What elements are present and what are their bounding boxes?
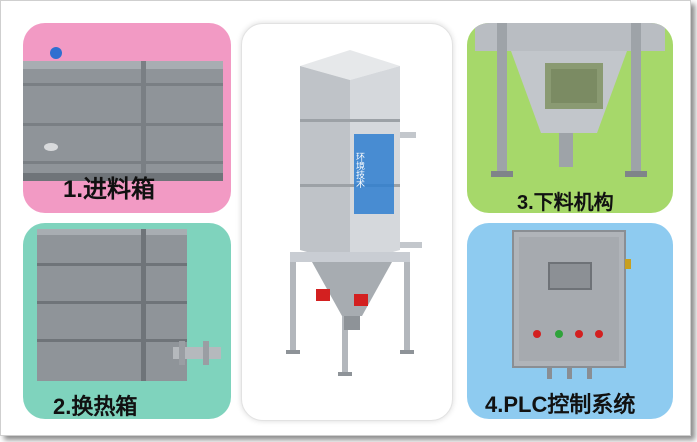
- discharge-mechanism-illustration: [475, 23, 665, 177]
- discharge-mechanism-label: 3.下料机构: [517, 192, 614, 213]
- machine-panel-text: 环境技术: [355, 152, 365, 189]
- dryer-machine-illustration: 环境技术: [286, 50, 422, 376]
- indicator-light-icon: [533, 330, 541, 338]
- image-frame: 1.进料箱 2.换热箱 环境技术: [0, 0, 691, 436]
- feed-box-illustration: [23, 47, 223, 181]
- valve-icon: [316, 289, 330, 301]
- center-machine-panel: 环境技术: [241, 23, 453, 421]
- plc-control-label: 4.PLC控制系统: [485, 392, 636, 417]
- feed-box-panel: 1.进料箱: [23, 23, 231, 213]
- heat-exchange-box-label: 2.换热箱: [53, 394, 138, 419]
- discharge-mechanism-panel: 3.下料机构: [467, 23, 673, 213]
- heat-exchange-box-illustration: [37, 229, 221, 381]
- display-screen: [548, 262, 592, 290]
- plc-cabinet-illustration: [512, 230, 631, 379]
- plc-control-panel: 4.PLC控制系统: [467, 223, 673, 419]
- feed-box-label: 1.进料箱: [63, 176, 156, 203]
- heat-exchange-box-panel: 2.换热箱: [23, 223, 231, 419]
- port-icon: [50, 47, 62, 59]
